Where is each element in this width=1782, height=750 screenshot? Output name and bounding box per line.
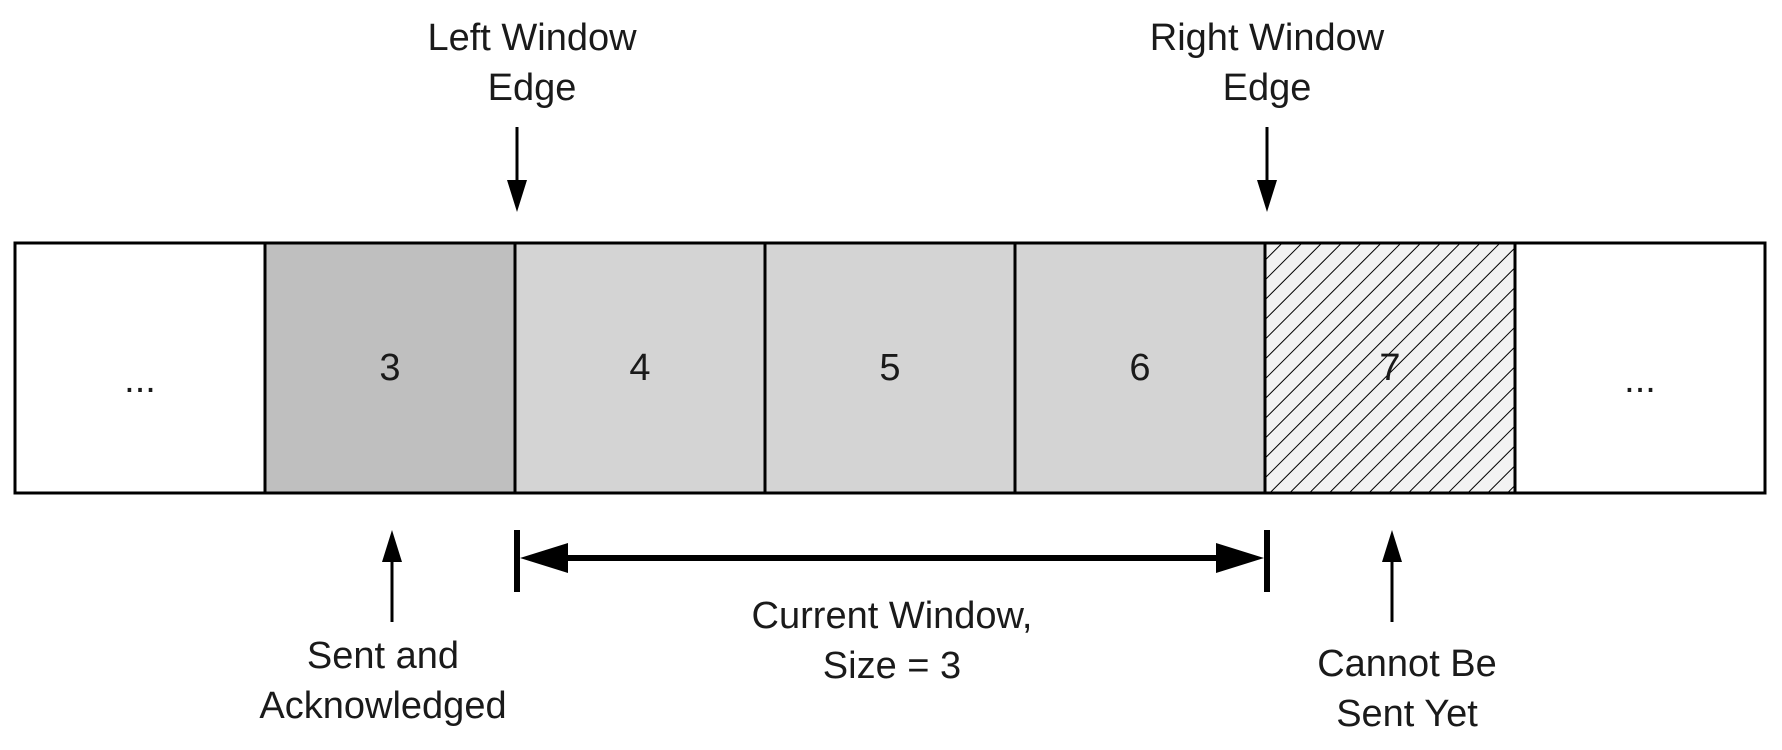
right-window-edge-label: Right Window Edge bbox=[1149, 17, 1385, 109]
sent-ack-arrow bbox=[382, 530, 402, 622]
cell-ellipsis-label: ... bbox=[1624, 359, 1656, 401]
cell-6-label: 6 bbox=[1129, 347, 1150, 389]
cell-5-label: 5 bbox=[879, 347, 900, 389]
current-window-arrow bbox=[514, 530, 1270, 592]
sent-acknowledged-label: Sent and Acknowledged bbox=[259, 635, 507, 727]
left-edge-arrow bbox=[507, 127, 527, 212]
cells-outline bbox=[13, 241, 1767, 495]
sequence-cells: ... 3 4 5 6 7... bbox=[13, 241, 1767, 495]
current-window-label: Current Window, Size = 3 bbox=[751, 595, 1033, 687]
cell-7-box bbox=[1263, 241, 1517, 495]
right-edge-arrow bbox=[1257, 127, 1277, 212]
cell-4-label: 4 bbox=[629, 347, 650, 389]
left-window-edge-label: Left Window Edge bbox=[427, 17, 637, 109]
cell-ellipsis-label: ... bbox=[124, 359, 156, 401]
cannot-send-arrow bbox=[1382, 530, 1402, 622]
cannot-be-sent-yet-label: Cannot Be Sent Yet bbox=[1317, 643, 1497, 735]
cell-7-label: 7 bbox=[1379, 347, 1400, 389]
cell-ellipsis-box bbox=[13, 241, 267, 495]
cell-3-label: 3 bbox=[379, 347, 400, 389]
